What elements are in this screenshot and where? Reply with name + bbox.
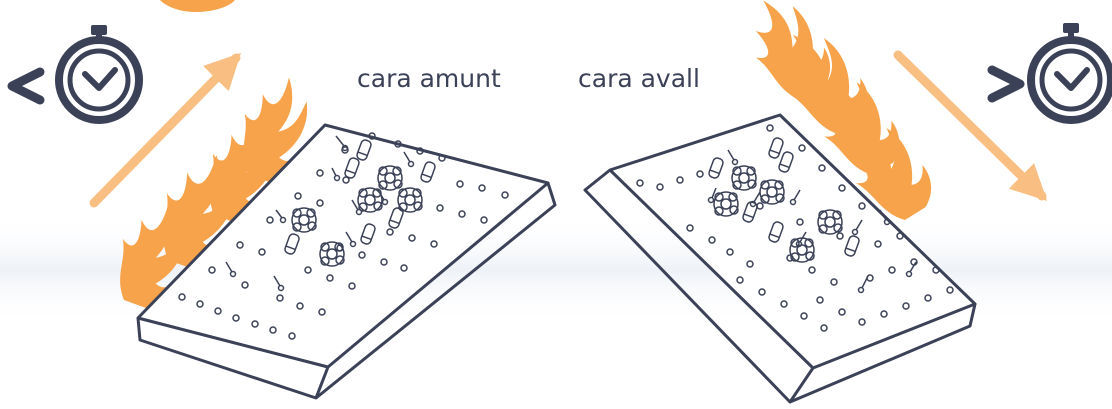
stopwatch-icon [1031,23,1111,120]
right-timer [992,23,1111,120]
left-timer [12,25,139,120]
greater-than-icon [992,70,1020,98]
label-face-up: cara amunt [357,64,501,93]
stopwatch-icon [59,25,139,120]
top-flame-fragment [160,0,235,12]
label-face-down: cara avall [578,64,700,93]
less-than-icon [12,72,40,100]
down-arrow [898,55,1042,196]
